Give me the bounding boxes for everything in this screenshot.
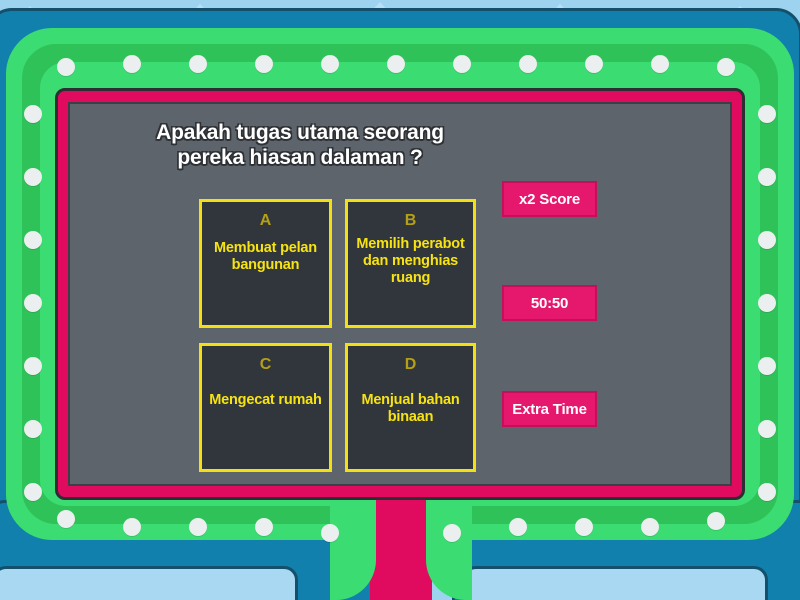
- marquee-bulb: [57, 58, 75, 76]
- answer-option-c[interactable]: C Mengecat rumah: [199, 343, 332, 472]
- marquee-bulb: [255, 518, 273, 536]
- marquee-bulb: [443, 524, 461, 542]
- marquee-bulb: [758, 231, 776, 249]
- marquee-bulb: [758, 105, 776, 123]
- marquee-bulb: [321, 55, 339, 73]
- marquee-bulb: [123, 55, 141, 73]
- marquee-bulb: [24, 294, 42, 312]
- powerup-double-score-button[interactable]: x2 Score: [502, 181, 597, 217]
- marquee-bulb: [758, 420, 776, 438]
- marquee-bulb: [24, 483, 42, 501]
- question-line-2: pereka hiasan dalaman ?: [177, 146, 423, 169]
- marquee-bulb: [24, 420, 42, 438]
- question-line-1: Apakah tugas utama seorang: [156, 121, 444, 144]
- answer-option-a[interactable]: A Membuat pelan bangunan: [199, 199, 332, 328]
- answer-option-b-text: Memilih perabot dan menghias ruang: [356, 236, 465, 286]
- marquee-bulb: [24, 231, 42, 249]
- marquee-bulb: [387, 55, 405, 73]
- question-text: Apakah tugas utama seorang pereka hiasan…: [100, 120, 500, 170]
- marquee-bulb: [585, 55, 603, 73]
- marquee-bulb: [24, 357, 42, 375]
- marquee-bulb: [255, 55, 273, 73]
- answer-option-b[interactable]: B Memilih perabot dan menghias ruang: [345, 199, 476, 328]
- marquee-bulb: [453, 55, 471, 73]
- bottom-left-light-strip: [0, 566, 298, 600]
- marquee-bulb: [575, 518, 593, 536]
- marquee-bulb: [519, 55, 537, 73]
- marquee-bulb: [758, 294, 776, 312]
- answer-option-c-letter: C: [259, 356, 272, 373]
- powerup-fifty-fifty-button[interactable]: 50:50: [502, 285, 597, 321]
- marquee-bulb: [717, 58, 735, 76]
- marquee-bulb: [189, 55, 207, 73]
- answer-option-c-text: Mengecat rumah: [209, 392, 322, 408]
- answer-option-d-letter: D: [404, 356, 417, 373]
- answer-option-a-text: Membuat pelan bangunan: [214, 240, 317, 273]
- answer-option-b-letter: B: [404, 212, 417, 229]
- marquee-bulb: [123, 518, 141, 536]
- powerup-extra-time-button[interactable]: Extra Time: [502, 391, 597, 427]
- marquee-bulb: [24, 168, 42, 186]
- answer-option-d[interactable]: D Menjual bahan binaan: [345, 343, 476, 472]
- marquee-bulb: [758, 168, 776, 186]
- answer-option-d-text: Menjual bahan binaan: [361, 392, 460, 425]
- bottom-right-light-strip: [462, 566, 768, 600]
- marquee-bulb: [758, 483, 776, 501]
- marquee-bulb: [758, 357, 776, 375]
- answer-option-a-letter: A: [259, 212, 272, 229]
- marquee-bulb: [189, 518, 207, 536]
- marquee-bulb: [707, 512, 725, 530]
- marquee-bulb: [651, 55, 669, 73]
- marquee-bulb: [57, 510, 75, 528]
- marquee-bulb: [641, 518, 659, 536]
- marquee-bulb: [321, 524, 339, 542]
- marquee-bulb: [24, 105, 42, 123]
- marquee-bulb: [509, 518, 527, 536]
